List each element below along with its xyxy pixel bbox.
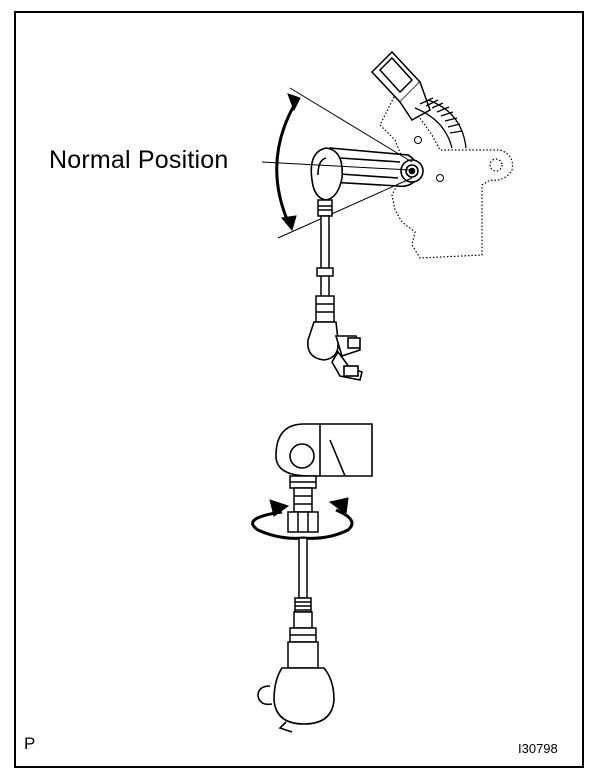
adjusting-rod-lower	[287, 537, 319, 669]
position-reference-lines	[261, 87, 413, 239]
sensor-arm	[329, 147, 420, 188]
upper-ball-joint	[310, 147, 343, 201]
sensor-connector	[370, 50, 431, 121]
arm-pivot-nut	[400, 159, 424, 183]
corner-letter: P	[24, 734, 36, 753]
lower-ball-joint	[307, 321, 363, 381]
figure-id: I30798	[518, 741, 558, 756]
normal-position-label: Normal Position	[49, 146, 229, 174]
wire-harness	[414, 97, 467, 149]
bracket-screw	[414, 136, 444, 182]
swing-arc-arrow	[275, 93, 301, 232]
link-rod	[315, 199, 335, 323]
lower-arm-detail	[275, 423, 373, 477]
lower-ball-joint-detail	[257, 667, 335, 733]
sensor-bracket	[379, 93, 514, 259]
figure-frame	[14, 11, 584, 768]
adjusting-rod-upper	[287, 475, 319, 533]
